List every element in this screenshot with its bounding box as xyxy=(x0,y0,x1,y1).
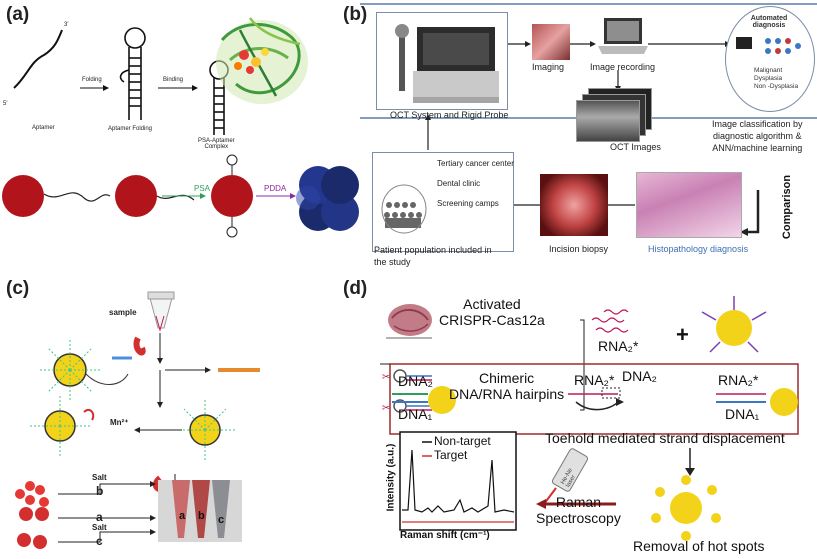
aptamer-strand xyxy=(13,29,63,89)
spectrum-ylabel: Intensity (a.u.) xyxy=(385,443,397,512)
np-1 xyxy=(38,338,132,402)
svg-text:✂: ✂ xyxy=(382,372,390,383)
svg-text:✂: ✂ xyxy=(382,403,390,414)
oct-images-stack xyxy=(576,100,640,142)
panel-a-diagram xyxy=(2,17,359,238)
gold-np-left xyxy=(428,386,456,414)
panel-b-label: (b) xyxy=(343,4,368,25)
rna2-star-mid: RNA₂* xyxy=(574,372,615,388)
psa-aptamer-complex-label: PSA-Aptamer Complex xyxy=(198,138,235,150)
hairpins: ✂ ✂ xyxy=(382,369,432,414)
tube-b: b xyxy=(198,510,205,522)
raman-spectroscopy-label: Raman Spectroscopy xyxy=(536,494,621,526)
toehold-label: Toehold mediated strand displacement xyxy=(545,430,785,446)
oct-images-label: OCT Images xyxy=(610,142,661,152)
pdda-label: PDDA xyxy=(264,184,287,193)
gold-nanoparticle-top xyxy=(701,296,767,353)
histo-label: Histopathology diagnosis xyxy=(648,244,749,254)
oct-system-box xyxy=(376,12,508,110)
dna1-right: DNA₁ xyxy=(725,406,760,422)
binding-label: Binding xyxy=(163,77,184,83)
lower-pathway xyxy=(2,154,296,238)
navy-aggregate xyxy=(296,166,359,231)
incision-label: Incision biopsy xyxy=(549,244,609,254)
salt-label-1: Salt xyxy=(92,473,107,482)
source-dental: Dental clinic xyxy=(437,179,481,188)
comparison-arrow xyxy=(748,190,760,234)
strand-end-3: 3' xyxy=(64,22,69,28)
sample-tube xyxy=(149,297,173,329)
dna-box xyxy=(389,363,799,435)
plus-sign: + xyxy=(676,322,689,347)
activated-cas12a-label: Activated CRISPR-Cas12a xyxy=(439,296,545,328)
gold-cluster-bottom xyxy=(651,475,721,541)
dna2-left: DNA₂ xyxy=(398,373,433,389)
aptamer-label: Aptamer xyxy=(32,125,55,131)
sample-label: sample xyxy=(109,308,137,317)
chimeric-hairpins-label: Chimeric DNA/RNA hairpins xyxy=(449,370,565,402)
aggregates xyxy=(15,481,49,549)
folding-label: Folding xyxy=(82,77,102,83)
branch-b: b xyxy=(96,484,104,498)
dna2-mid: DNA₂ xyxy=(622,368,657,384)
magnet-1 xyxy=(133,336,146,356)
panel-c-label: (c) xyxy=(6,278,30,299)
source-tertiary: Tertiary cancer center xyxy=(437,159,514,168)
population-label: Patient population included in the study xyxy=(374,245,492,267)
imaging-label: Imaging xyxy=(532,62,565,72)
branch-a: a xyxy=(96,510,103,524)
raman-spectrum-plot: Non-target Target Intensity (a.u.) Raman… xyxy=(382,430,518,542)
gold-np-right xyxy=(770,388,798,416)
laptop-icon xyxy=(598,18,648,54)
classification-label: Image classification by diagnostic algor… xyxy=(712,119,803,153)
histopathology-image xyxy=(636,172,742,238)
np-2 xyxy=(175,400,235,460)
cas12a-protein xyxy=(386,304,432,339)
branch-c: c xyxy=(96,534,103,548)
removal-label: Removal of hot spots xyxy=(633,538,765,554)
panel-c-diagram xyxy=(15,291,260,549)
auto-classes: Malignant Dysplasia Non -Dysplasia xyxy=(754,67,799,90)
legend-non-target: Non-target xyxy=(434,434,491,448)
psa-label: PSA xyxy=(194,184,211,193)
tubes-photo: a b c xyxy=(158,480,242,542)
rna2-strands xyxy=(591,309,629,333)
dna1-left: DNA₁ xyxy=(398,406,433,422)
np-3 xyxy=(30,396,95,456)
legend-target: Target xyxy=(434,448,468,462)
panel-d-label: (d) xyxy=(343,278,368,299)
rna2-label: RNA₂* xyxy=(598,338,639,354)
rna2-star-right: RNA₂* xyxy=(718,372,759,388)
mn-label: Mn²⁺ xyxy=(110,418,129,427)
tube-a: a xyxy=(179,510,186,522)
non-target-line xyxy=(402,449,515,513)
spectrum-svg xyxy=(399,431,517,531)
psa-protein-structure xyxy=(216,17,308,104)
strand-end-5: 5' xyxy=(3,101,8,107)
spectrum-xlabel: Raman shift (cm⁻¹) xyxy=(400,530,490,541)
panel-d-diagram: ✂ ✂ xyxy=(380,296,799,541)
salt-label-2: Salt xyxy=(92,523,107,532)
oct-system-label: OCT System and Rigid Probe xyxy=(390,110,509,120)
aptamer-folding-label: Aptamer Folding xyxy=(108,126,153,132)
tube-c: c xyxy=(218,514,225,526)
image-recording-label: Image recording xyxy=(590,62,656,72)
auto-title: Automated diagnosis xyxy=(750,15,788,29)
patient-population-box: Tertiary cancer center Dental clinic Scr… xyxy=(372,152,514,252)
folded-aptamer xyxy=(119,27,146,120)
comparison-label: Comparison xyxy=(781,174,793,240)
imaging-photo xyxy=(532,24,570,60)
automated-diagnosis-circle: Automated diagnosis Malignant Dysplasia … xyxy=(725,6,815,112)
panel-a-label: (a) xyxy=(6,4,30,25)
source-screening: Screening camps xyxy=(437,199,499,208)
incision-biopsy-photo xyxy=(540,174,608,236)
